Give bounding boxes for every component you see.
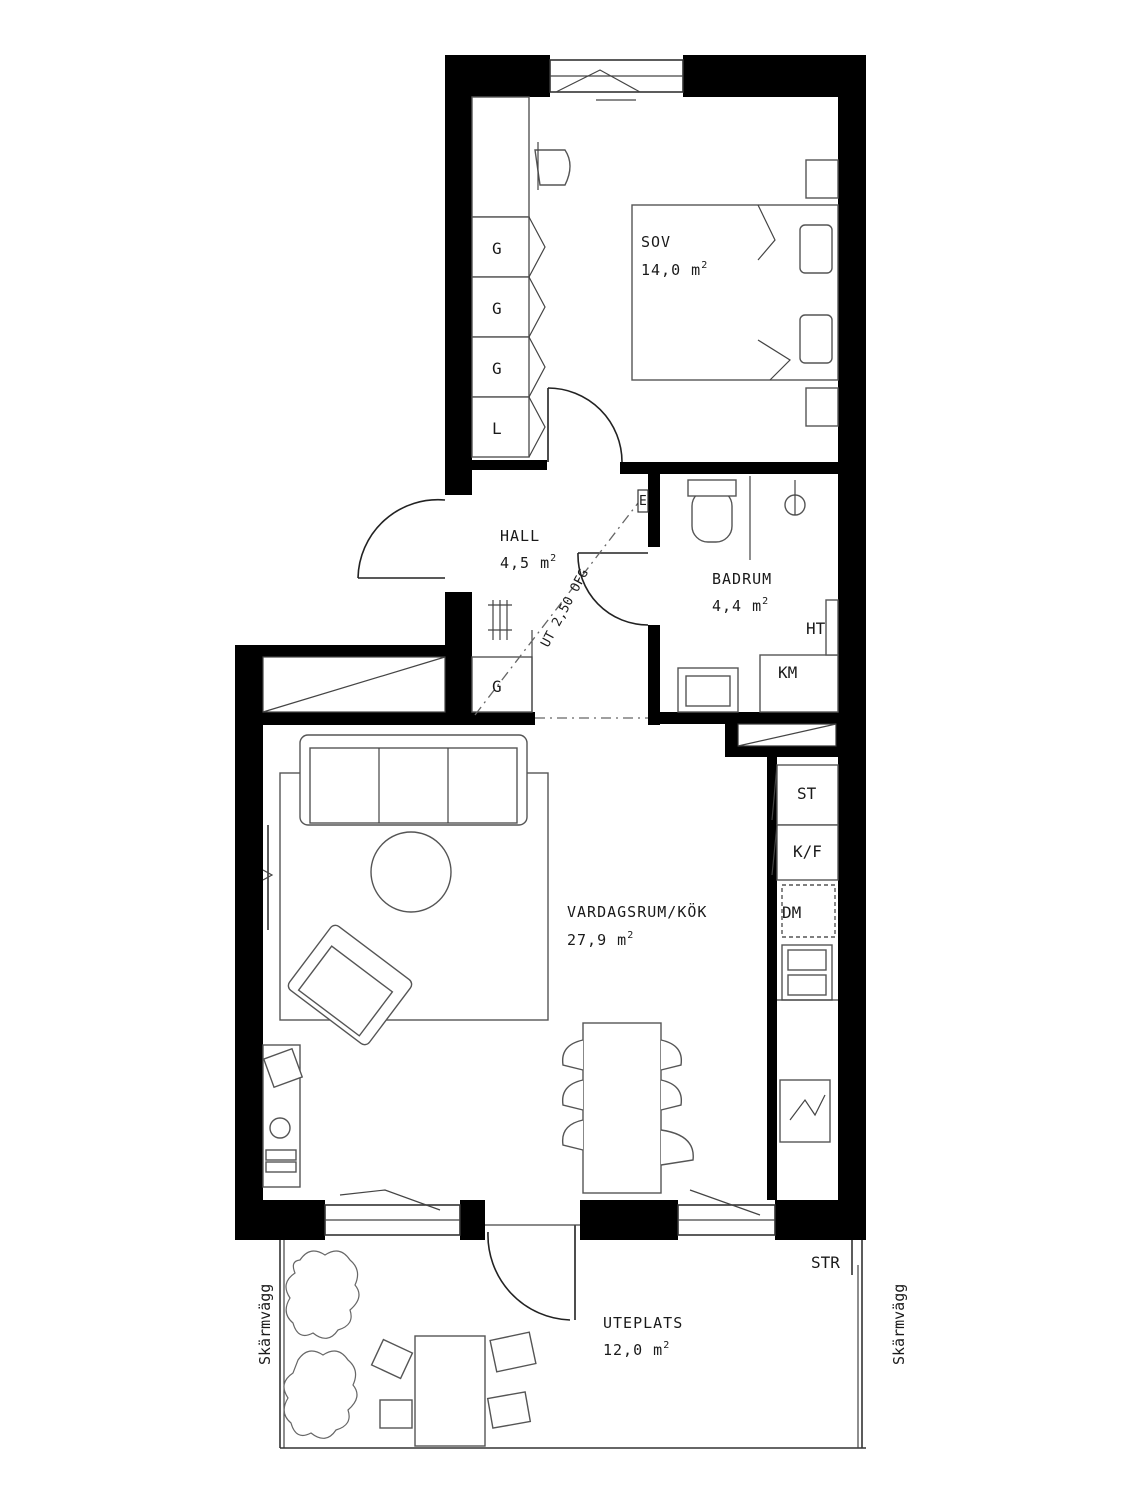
- wardrobe-label: G: [492, 359, 502, 378]
- screen-wall-right-label: Skärmvägg: [890, 1284, 908, 1365]
- hall: [471, 489, 649, 719]
- room-labels: SOV 14,0 m2 HALL 4,5 m2 BADRUM 4,4 m2 VA…: [500, 233, 772, 1359]
- dishwasher-label: DM: [782, 903, 801, 922]
- stove-label: ST: [797, 784, 817, 803]
- hall-wardrobe-label: G: [492, 677, 502, 696]
- room-name-hall: HALL: [500, 527, 540, 545]
- room-area-sov: 14,0 m2: [641, 260, 708, 279]
- room-area-hall: 4,5 m2: [500, 553, 557, 572]
- linen-cabinet-label: L: [492, 419, 502, 438]
- drying-cabinet-label: HT: [806, 619, 826, 638]
- screen-wall-left-label: Skärmvägg: [256, 1284, 274, 1365]
- wardrobe-label: G: [492, 239, 502, 258]
- storage-label: STR: [811, 1253, 840, 1272]
- wardrobe-label: G: [492, 299, 502, 318]
- room-name-sov: SOV: [641, 233, 671, 251]
- bedroom: [471, 96, 839, 458]
- room-area-badrum: 4,4 m2: [712, 596, 769, 615]
- room-name-uteplats: UTEPLATS: [603, 1314, 683, 1332]
- kitchen: [771, 764, 839, 1143]
- walls: [235, 55, 866, 1240]
- bathroom: [677, 476, 839, 713]
- room-area-vardagsrum: 27,9 m2: [567, 930, 634, 949]
- washing-machine-label: KM: [778, 663, 797, 682]
- room-area-uteplats: 12,0 m2: [603, 1340, 670, 1359]
- exit-note: UT 2,50 OFG: [538, 567, 592, 650]
- windows: [324, 59, 776, 1236]
- terrace: [279, 1240, 866, 1449]
- electric-panel-label: E: [639, 494, 647, 509]
- room-name-badrum: BADRUM: [712, 570, 772, 588]
- room-name-vardagsrum: VARDAGSRUM/KÖK: [567, 902, 707, 921]
- living-room: [262, 656, 694, 1194]
- doors: [357, 387, 649, 1321]
- fridge-freezer-label: K/F: [793, 842, 822, 861]
